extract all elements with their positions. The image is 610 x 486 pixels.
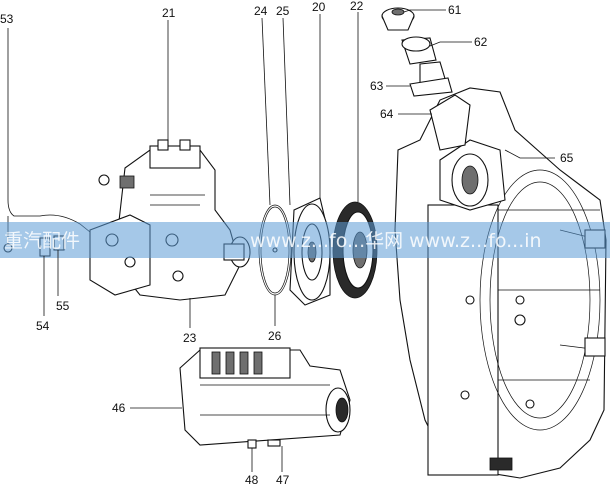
callout-25: 25 <box>276 4 290 18</box>
breather-assembly <box>381 7 453 97</box>
callout-26: 26 <box>268 329 282 343</box>
watermark-right-text: www.z...fo...华网 www.z...fo...in <box>250 230 542 252</box>
leader-lines <box>43 9 555 472</box>
watermark-left-text: 重汽配件 <box>4 230 80 252</box>
callout-54: 54 <box>36 319 50 333</box>
callout-62: 62 <box>474 35 488 49</box>
callout-61: 61 <box>448 3 462 17</box>
fuel-pipe <box>3 28 91 257</box>
callout-65: 65 <box>560 151 574 165</box>
callout-63: 63 <box>370 79 384 93</box>
callout-20: 20 <box>312 0 326 14</box>
callout-24: 24 <box>254 4 268 18</box>
callout-23: 23 <box>183 331 197 345</box>
callout-21: 21 <box>162 6 176 20</box>
fuel-injection-pump <box>89 139 251 301</box>
callout-64: 64 <box>380 107 394 121</box>
callout-22: 22 <box>350 0 364 13</box>
callout-48: 48 <box>245 473 259 486</box>
callout-55: 55 <box>56 299 70 313</box>
callout-53: 53 <box>0 12 14 26</box>
watermark-band: 重汽配件 www.z...fo...华网 www.z...fo...in <box>0 222 610 258</box>
callout-47: 47 <box>276 473 290 486</box>
starter-motor <box>179 347 351 449</box>
callout-labels: 53 21 24 25 20 22 61 62 63 64 65 54 55 2… <box>0 0 574 486</box>
flywheel-housing <box>394 87 607 479</box>
callout-46: 46 <box>112 401 126 415</box>
